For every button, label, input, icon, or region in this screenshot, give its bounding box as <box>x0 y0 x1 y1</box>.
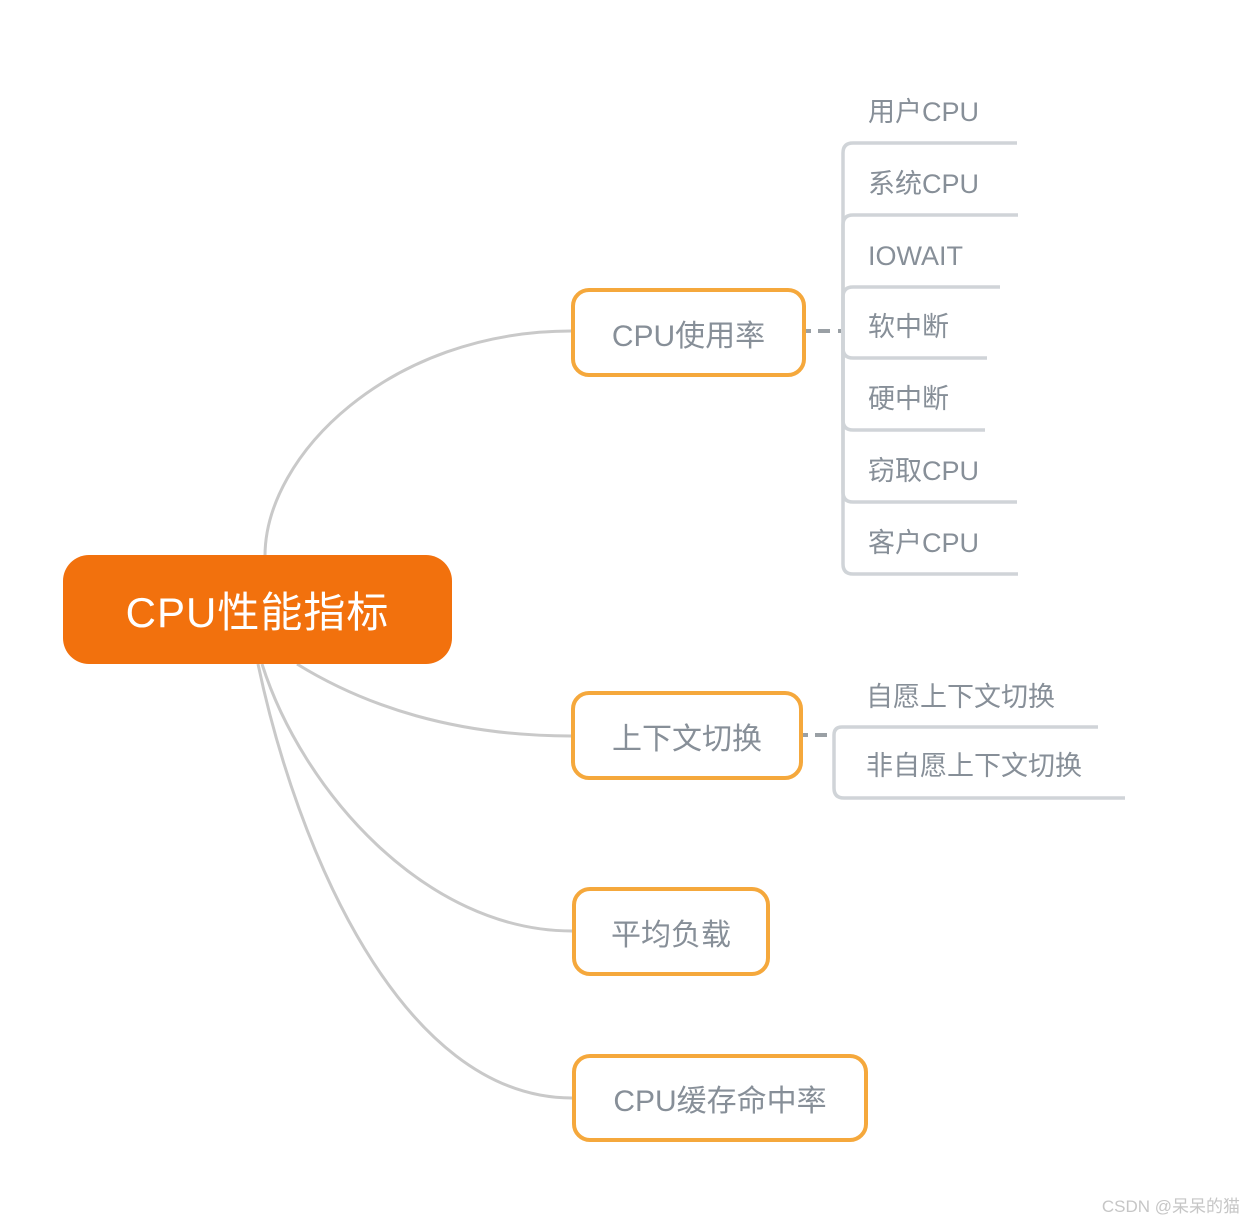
branch-cpu-usage[interactable]: CPU使用率 <box>571 288 806 377</box>
branch-load-average[interactable]: 平均负载 <box>572 887 770 976</box>
root-topic[interactable]: CPU性能指标 <box>63 555 452 664</box>
subtopic-soft-irq[interactable]: 软中断 <box>868 312 949 342</box>
subtopic-user-cpu[interactable]: 用户CPU <box>868 97 980 127</box>
curve-root-to-cache-hit <box>256 663 573 1100</box>
subtopic-guest-cpu[interactable]: 客户CPU <box>868 528 980 558</box>
branch-context-switch[interactable]: 上下文切换 <box>571 691 803 780</box>
subtopic-steal-cpu[interactable]: 窃取CPU <box>868 456 980 486</box>
subtopic-hard-irq[interactable]: 硬中断 <box>868 384 949 414</box>
subtopic-voluntary-context-switch[interactable]: 自愿上下文切换 <box>866 682 1055 712</box>
curve-root-to-load-average <box>260 663 573 933</box>
curve-root-to-context-switch <box>296 662 572 738</box>
curve-root-to-cpu-usage <box>263 329 572 557</box>
root-branch-curves <box>256 329 573 1100</box>
line-voluntary-cs <box>832 725 1098 736</box>
subtopic-involuntary-context-switch[interactable]: 非自愿上下文切换 <box>866 751 1082 781</box>
csdn-watermark: CSDN @呆呆的猫 <box>1101 1197 1240 1216</box>
dashed-connectors <box>803 329 841 737</box>
subtopic-iowait[interactable]: IOWAIT <box>868 241 963 271</box>
branch-cpu-cache-hit-rate[interactable]: CPU缓存命中率 <box>572 1054 868 1142</box>
subtopic-system-cpu[interactable]: 系统CPU <box>868 169 980 199</box>
